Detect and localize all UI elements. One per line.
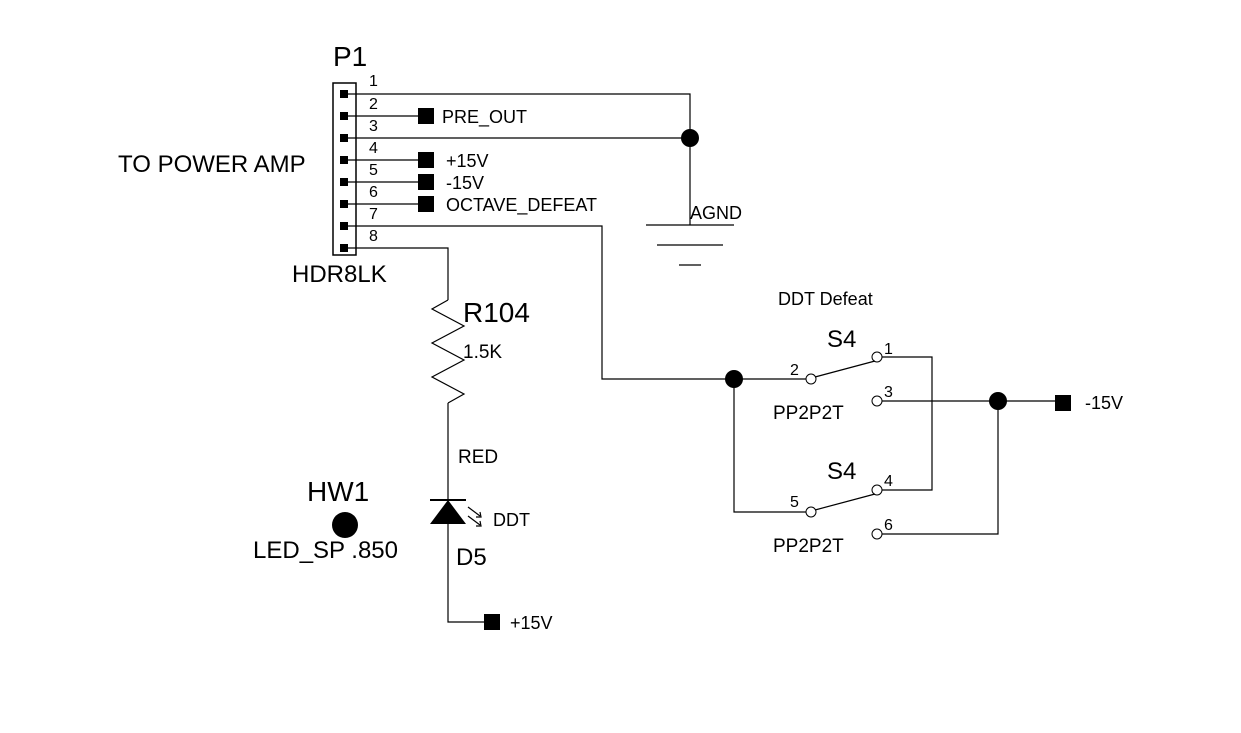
port-octave-defeat bbox=[418, 196, 434, 212]
connector-body bbox=[332, 82, 357, 256]
switch-pin-6: 6 bbox=[884, 517, 893, 534]
pin-number-3: 3 bbox=[369, 118, 378, 135]
net-ports bbox=[418, 108, 1071, 630]
connector-pin-markers bbox=[340, 90, 348, 252]
pin-number-5: 5 bbox=[369, 162, 378, 179]
port-plus15-a bbox=[418, 152, 434, 168]
switch-pin-3: 3 bbox=[884, 384, 893, 401]
pin-number-1: 1 bbox=[369, 73, 378, 90]
switch-pin-5: 5 bbox=[790, 494, 799, 511]
wire-switch-common bbox=[733, 379, 810, 513]
pin-number-4: 4 bbox=[369, 140, 378, 157]
net-label-minus15-a: -15V bbox=[446, 173, 484, 193]
resistor-r104 bbox=[430, 299, 466, 404]
pin-number-7: 7 bbox=[369, 206, 378, 223]
switch-terminal-2 bbox=[805, 373, 817, 385]
connector-description: TO POWER AMP bbox=[118, 151, 306, 178]
switch-ref-b: S4 bbox=[827, 458, 856, 485]
hardware-ref: HW1 bbox=[307, 476, 369, 507]
connector-ref: P1 bbox=[333, 41, 367, 72]
port-plus15-b bbox=[484, 614, 500, 630]
junction-agnd bbox=[681, 129, 699, 147]
port-minus15-a bbox=[418, 174, 434, 190]
net-label-minus15-b: -15V bbox=[1085, 393, 1123, 413]
connector-wires bbox=[348, 93, 810, 380]
switch-terminal-4 bbox=[871, 484, 883, 496]
switch-part-b: PP2P2T bbox=[773, 536, 844, 557]
switch-title: DDT Defeat bbox=[778, 289, 873, 309]
agnd-symbol bbox=[646, 224, 734, 266]
connector-p1: P1 HDR8LK TO POWER AMP 1 2 3 4 5 6 7 8 bbox=[118, 41, 387, 288]
connector-part: HDR8LK bbox=[292, 261, 387, 288]
resistor-ref: R104 bbox=[463, 297, 530, 328]
switch-part-a: PP2P2T bbox=[773, 403, 844, 424]
switch-terminal-5 bbox=[805, 506, 817, 518]
net-label-plus15-b: +15V bbox=[510, 613, 553, 633]
led-d5 bbox=[430, 499, 482, 527]
switch-pin-4: 4 bbox=[884, 473, 893, 490]
net-label-agnd: AGND bbox=[690, 203, 742, 223]
led-ref: D5 bbox=[456, 544, 487, 571]
pin-number-2: 2 bbox=[369, 96, 378, 113]
led-emission-arrows bbox=[467, 506, 482, 527]
switch-terminal-6 bbox=[871, 528, 883, 540]
switch-wiring bbox=[882, 356, 1055, 535]
wire-d5-plus15 bbox=[447, 524, 484, 623]
switch-section-a bbox=[805, 351, 883, 407]
pin-number-8: 8 bbox=[369, 228, 378, 245]
switch-ref-a: S4 bbox=[827, 326, 856, 353]
port-pre-out bbox=[418, 108, 434, 124]
net-label-pre-out: PRE_OUT bbox=[442, 107, 527, 128]
led-label: DDT bbox=[493, 510, 530, 530]
hardware-value: LED_SP .850 bbox=[253, 537, 398, 564]
resistor-value: 1.5K bbox=[463, 342, 502, 363]
led-color: RED bbox=[458, 447, 498, 468]
switch-pin-2: 2 bbox=[790, 362, 799, 379]
switch-terminal-3 bbox=[871, 395, 883, 407]
port-minus15-b bbox=[1055, 395, 1071, 411]
switch-terminal-1 bbox=[871, 351, 883, 363]
junction-minus15 bbox=[989, 392, 1007, 410]
net-label-octave-defeat: OCTAVE_DEFEAT bbox=[446, 195, 597, 216]
pin-number-6: 6 bbox=[369, 184, 378, 201]
switch-section-b bbox=[805, 484, 883, 540]
hardware-hw1 bbox=[332, 512, 358, 538]
net-label-plus15-a: +15V bbox=[446, 151, 489, 171]
switch-pin-1: 1 bbox=[884, 341, 893, 358]
